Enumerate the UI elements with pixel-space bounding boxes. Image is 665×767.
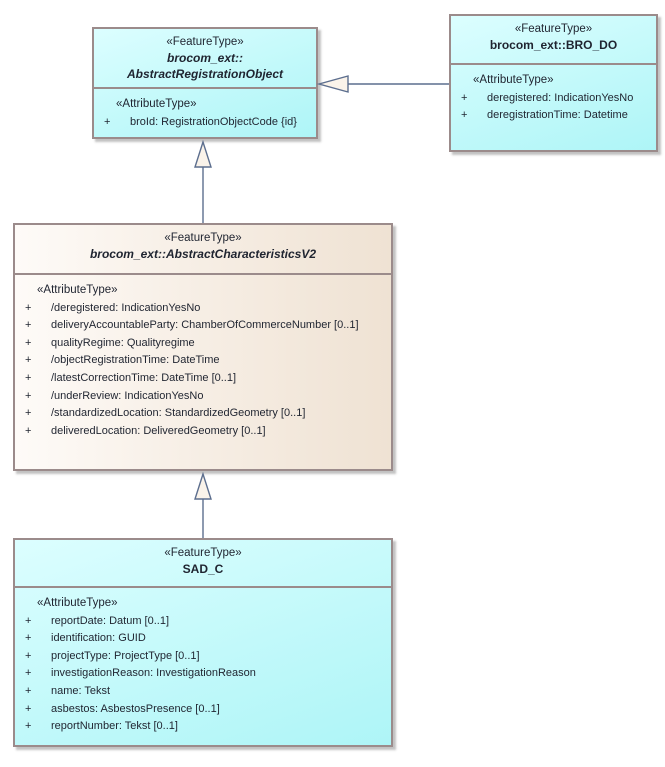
class-box-abstract-registration-object: «FeatureType» brocom_ext:: AbstractRegis… — [92, 27, 318, 139]
attribute-row: +/deregistered: IndicationYesNo — [25, 301, 201, 314]
class-name: brocom_ext::BRO_DO — [489, 38, 618, 52]
attribute-stereotype-label: «AttributeType» — [37, 597, 118, 609]
attribute-row: +identification: GUID — [25, 632, 146, 645]
class-name: AbstractRegistrationObject — [126, 67, 284, 81]
attribute-row: +projectType: ProjectType [0..1] — [25, 649, 200, 662]
attribute-row: +/standardizedLocation: StandardizedGeom… — [25, 407, 306, 420]
attribute-list: +reportDate: Datum [0..1] +identification… — [23, 613, 387, 736]
attribute-row: +deliveredLocation: DeliveredGeometry [0… — [25, 424, 266, 437]
generalization-arrow-sadc-to-acv2 — [194, 471, 212, 538]
stereotype-label: «FeatureType» — [164, 232, 242, 244]
class-title-compartment: «FeatureType» brocom_ext:: AbstractRegis… — [94, 29, 316, 89]
stereotype-label: «FeatureType» — [166, 36, 244, 48]
attribute-row: +deregistered: IndicationYesNo — [461, 91, 634, 104]
attribute-row: +deregistrationTime: Datetime — [461, 109, 628, 122]
attribute-list: +/deregistered: IndicationYesNo +delivery… — [23, 300, 387, 441]
generalization-arrow-acv2-to-aro — [194, 139, 212, 223]
attribute-list: +deregistered: IndicationYesNo +deregistr… — [459, 90, 652, 125]
attribute-row: +/underReview: IndicationYesNo — [25, 389, 204, 402]
attributes-compartment: «AttributeType» +reportDate: Datum [0..1… — [15, 588, 391, 745]
class-name: SAD_C — [182, 562, 224, 576]
attribute-row: +reportNumber: Tekst [0..1] — [25, 720, 178, 733]
stereotype-label: «FeatureType» — [164, 547, 242, 559]
class-name: brocom_ext:: — [166, 51, 243, 65]
attribute-row: +deliveryAccountableParty: ChamberOfComm… — [25, 319, 359, 332]
attribute-stereotype-label: «AttributeType» — [116, 98, 197, 110]
class-box-bro-do: «FeatureType» brocom_ext::BRO_DO «Attrib… — [449, 14, 658, 152]
attributes-compartment: «AttributeType» +/deregistered: Indicati… — [15, 275, 391, 469]
class-title-compartment: «FeatureType» SAD_C — [15, 540, 391, 588]
generalization-arrow-brodo-to-aro — [316, 75, 449, 93]
class-name: brocom_ext::AbstractCharacteristicsV2 — [89, 247, 317, 261]
class-box-abstract-characteristics-v2: «FeatureType» brocom_ext::AbstractCharac… — [13, 223, 393, 471]
attributes-compartment: «AttributeType» +deregistered: Indicatio… — [451, 65, 656, 150]
stereotype-label: «FeatureType» — [514, 23, 593, 35]
attribute-stereotype-label: «AttributeType» — [37, 284, 118, 296]
class-title-compartment: «FeatureType» brocom_ext::BRO_DO — [451, 16, 656, 65]
attribute-stereotype-label: «AttributeType» — [473, 74, 554, 86]
attribute-row: +/objectRegistrationTime: DateTime — [25, 354, 220, 367]
attribute-row: +investigationReason: InvestigationReaso… — [25, 667, 256, 680]
attribute-list: +broId: RegistrationObjectCode {id} — [102, 114, 312, 132]
attribute-row: +/latestCorrectionTime: DateTime [0..1] — [25, 371, 237, 384]
class-title-compartment: «FeatureType» brocom_ext::AbstractCharac… — [15, 225, 391, 275]
attribute-row: +asbestos: AsbestosPresence [0..1] — [25, 702, 220, 715]
attribute-row: +broId: RegistrationObjectCode {id} — [104, 115, 297, 128]
attribute-row: +qualityRegime: Qualityregime — [25, 336, 195, 349]
class-box-sad-c: «FeatureType» SAD_C «AttributeType» +rep… — [13, 538, 393, 747]
attribute-row: +name: Tekst — [25, 684, 111, 697]
attribute-row: +reportDate: Datum [0..1] — [25, 614, 169, 627]
attributes-compartment: «AttributeType» +broId: RegistrationObje… — [94, 89, 316, 137]
